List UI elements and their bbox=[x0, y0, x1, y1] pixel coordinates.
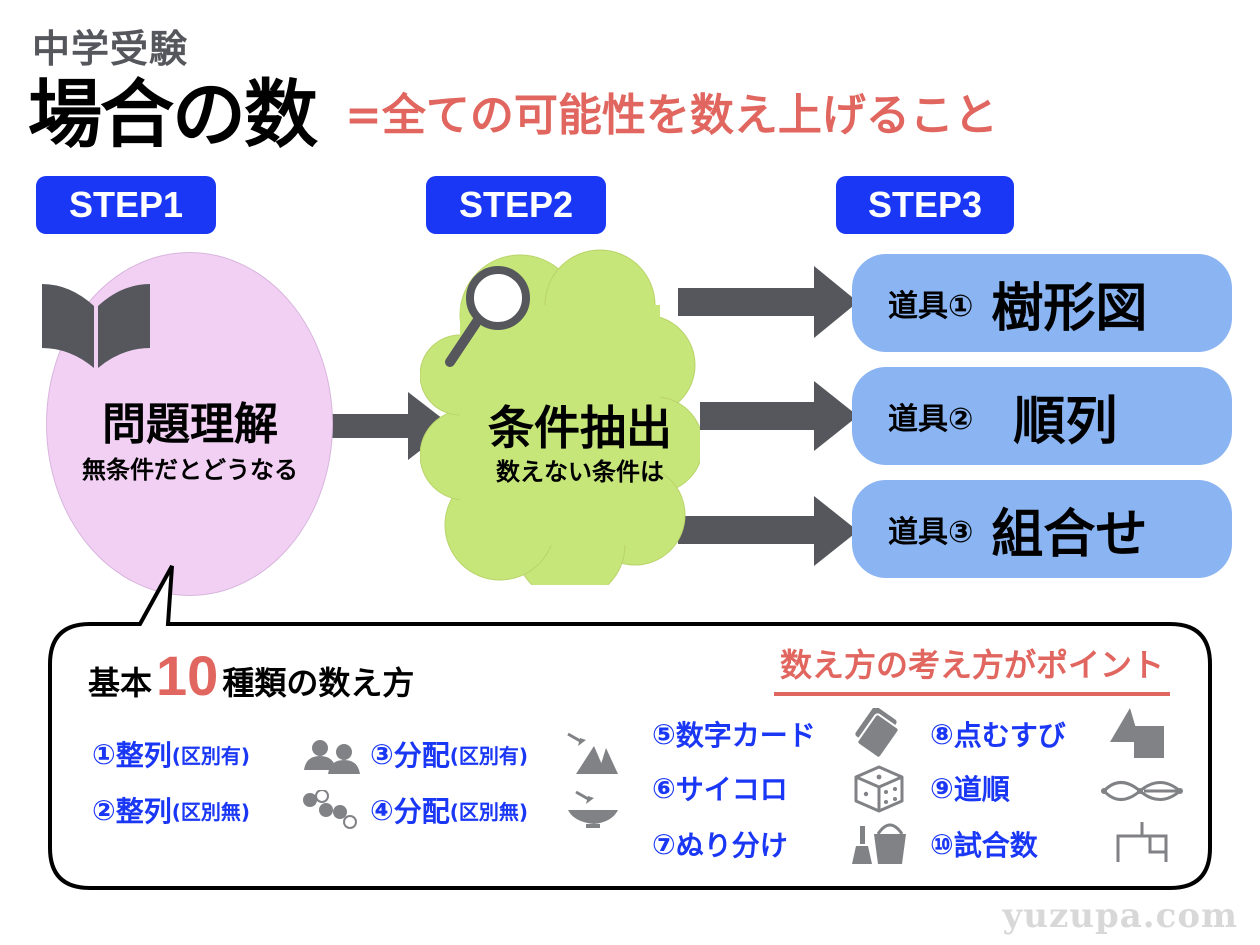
method-number: ④ bbox=[370, 793, 394, 827]
step2-main-text: 条件抽出 bbox=[488, 401, 672, 455]
tool-3-name: 組合せ bbox=[991, 504, 1148, 565]
method-number: ⑤ bbox=[652, 717, 676, 751]
step2-sub-text: 数えない条件は bbox=[496, 458, 664, 486]
box-title-pre: 基本 bbox=[88, 664, 153, 702]
arrow-to-tool3 bbox=[678, 496, 858, 566]
method-note: (区別有) bbox=[449, 743, 529, 768]
step1-badge: STEP1 bbox=[36, 176, 216, 234]
point-note: 数え方の考え方がポイント bbox=[774, 640, 1171, 696]
method-number: ⑨ bbox=[930, 771, 954, 805]
step3-badge: STEP3 bbox=[836, 176, 1014, 234]
arrow-to-tool2 bbox=[700, 381, 858, 451]
bracket-icon bbox=[1116, 822, 1168, 862]
method-label: 整列 bbox=[115, 795, 172, 828]
arrow-to-tool1 bbox=[678, 266, 858, 338]
method-number: ⑧ bbox=[930, 717, 954, 751]
method-number: ⑦ bbox=[652, 827, 676, 861]
method-label: 分配 bbox=[393, 739, 450, 772]
method-label: 点むすび bbox=[953, 719, 1066, 752]
balls-icon bbox=[303, 790, 357, 829]
method-number: ② bbox=[92, 793, 116, 827]
cards-icon bbox=[855, 708, 900, 759]
people-icon bbox=[304, 740, 360, 774]
magnifier-icon bbox=[445, 266, 530, 367]
watermark: yuzupa.com bbox=[1002, 896, 1238, 936]
tool-1-name: 樹形図 bbox=[991, 278, 1148, 339]
method-number: ① bbox=[92, 737, 116, 771]
method-number: ③ bbox=[370, 737, 394, 771]
box-title-post: 種類の数え方 bbox=[222, 664, 415, 702]
step1-main-text: 問題理解 bbox=[102, 399, 278, 450]
tool-2-card: 道具② 順列 bbox=[852, 367, 1232, 465]
method-number: ⑥ bbox=[652, 771, 676, 805]
box-title: 基本 10 種類の数え方 bbox=[88, 648, 414, 704]
tagline: =全ての可能性を数え上げること bbox=[345, 90, 998, 141]
method-label: ぬり分け bbox=[675, 829, 788, 862]
shapes-icon bbox=[1110, 708, 1164, 758]
tent-icon bbox=[567, 732, 618, 774]
tool-3-prefix: 道具③ bbox=[888, 515, 974, 550]
method-label: 分配 bbox=[393, 795, 450, 828]
method-note: (区別無) bbox=[171, 799, 251, 824]
step2-cloud bbox=[420, 249, 700, 585]
tool-3-card: 道具③ 組合せ bbox=[852, 480, 1232, 578]
method-label: 整列 bbox=[115, 739, 172, 772]
tool-1-card: 道具① 樹形図 bbox=[852, 254, 1232, 352]
tool-2-prefix: 道具② bbox=[888, 402, 974, 437]
method-label: 数字カード bbox=[675, 719, 816, 752]
path-icon bbox=[1101, 781, 1183, 801]
page-title: 場合の数 bbox=[28, 72, 318, 158]
book-icon bbox=[42, 284, 150, 368]
method-note: (区別有) bbox=[171, 743, 251, 768]
method-label: 道順 bbox=[953, 773, 1010, 806]
dice-icon bbox=[854, 765, 904, 813]
tool-1-prefix: 道具① bbox=[888, 289, 974, 324]
method-note: (区別無) bbox=[449, 799, 529, 824]
method-number: ⑩ bbox=[930, 827, 954, 861]
paint-bucket-icon bbox=[852, 823, 906, 864]
bowl-icon bbox=[568, 790, 618, 828]
tool-2-name: 順列 bbox=[1013, 391, 1118, 452]
method-label: 試合数 bbox=[953, 829, 1038, 862]
box-title-number: 10 bbox=[156, 644, 219, 707]
step2-badge: STEP2 bbox=[426, 176, 606, 234]
subtitle: 中学受験 bbox=[32, 27, 189, 71]
method-label: サイコロ bbox=[675, 773, 788, 806]
step1-sub-text: 無条件だとどうなる bbox=[82, 456, 298, 484]
